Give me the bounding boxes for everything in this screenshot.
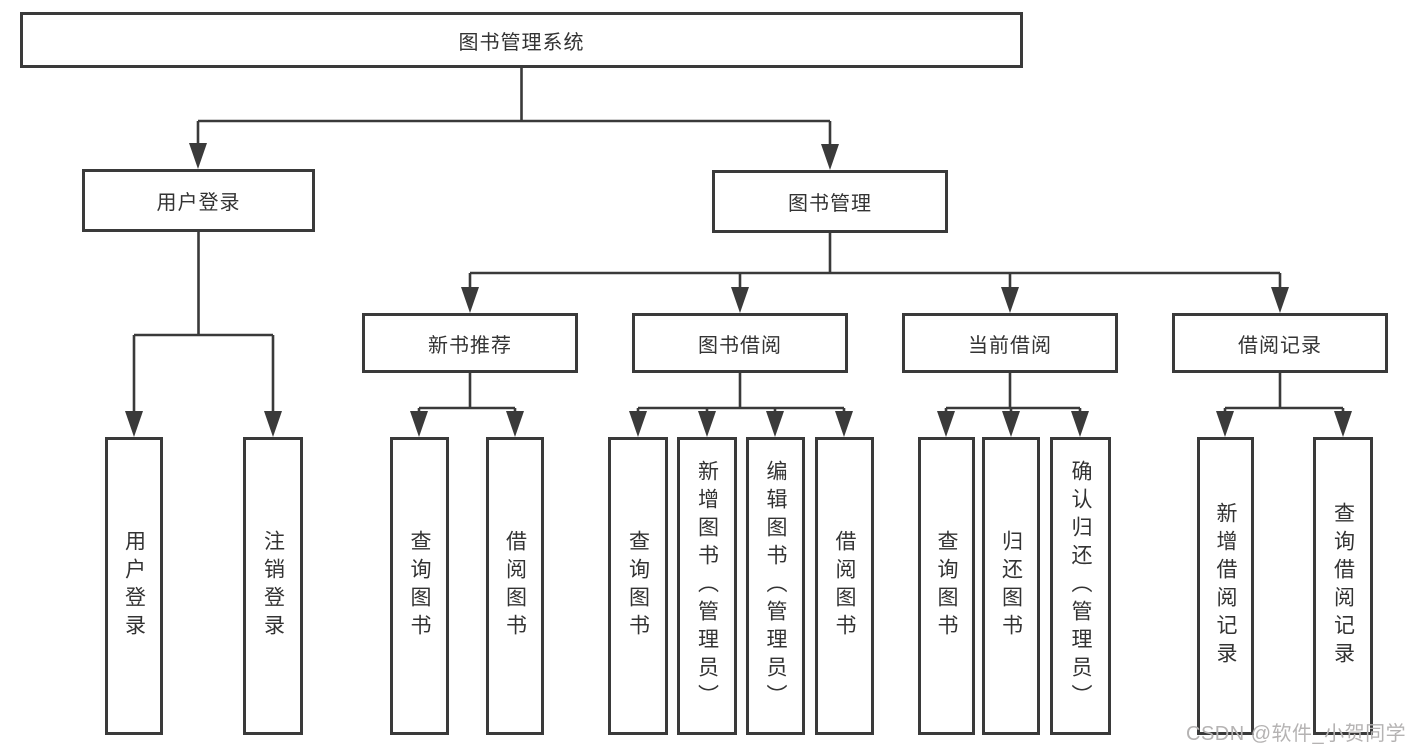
arrowhead [698, 411, 716, 437]
leaf-user-login: 用户登录 [105, 437, 163, 735]
leaf-cb-confirm-return-admin: 确认归还（管理员） [1050, 437, 1111, 735]
leaf-bb-add-books-admin: 新增图书（管理员） [677, 437, 737, 735]
leaf-br-query-record: 查询借阅记录 [1313, 437, 1373, 735]
node-label: 查询借阅记录 [1331, 502, 1355, 670]
node-label: 图书管理系统 [458, 31, 585, 54]
arrowhead [1216, 411, 1234, 437]
node-label: 新增图书（管理员） [695, 460, 719, 712]
connector-current-borrow-to-leaves [937, 373, 1089, 437]
node-label: 图书借阅 [698, 334, 782, 357]
leaf-bb-borrow-books: 借阅图书 [815, 437, 874, 735]
node-label: 当前借阅 [968, 334, 1052, 357]
arrowhead [189, 143, 207, 169]
arrowhead [506, 411, 524, 437]
node-current-borrowing: 当前借阅 [902, 313, 1118, 373]
leaf-logout-login: 注销登录 [243, 437, 303, 735]
node-label: 借阅记录 [1238, 334, 1322, 357]
leaf-bb-query-books: 查询图书 [608, 437, 668, 735]
connector-book-mgmt-to-level3 [461, 233, 1289, 313]
node-borrowing-records: 借阅记录 [1172, 313, 1388, 373]
node-label: 查询图书 [626, 530, 650, 642]
leaf-cb-return-books: 归还图书 [982, 437, 1040, 735]
connector-root-to-level2 [189, 68, 839, 170]
arrowhead [821, 144, 839, 170]
csdn-watermark: CSDN @软件_小贺同学 [1186, 723, 1405, 745]
arrowhead [937, 411, 955, 437]
arrowhead [835, 411, 853, 437]
node-book-borrowing: 图书借阅 [632, 313, 848, 373]
node-label: 查询图书 [408, 530, 431, 642]
arrowhead [731, 287, 749, 313]
arrowhead [1001, 287, 1019, 313]
node-label: 归还图书 [999, 530, 1023, 642]
node-label: 编辑图书（管理员） [764, 460, 787, 712]
arrowhead [125, 411, 143, 437]
arrowhead [1071, 411, 1089, 437]
node-new-book-recommend: 新书推荐 [362, 313, 578, 373]
node-label: 注销登录 [261, 530, 285, 642]
node-book-management: 图书管理 [712, 170, 948, 233]
arrowhead [766, 411, 784, 437]
node-label: 查询图书 [935, 530, 958, 642]
node-label: 用户登录 [156, 192, 241, 214]
leaf-bb-edit-books-admin: 编辑图书（管理员） [746, 437, 805, 735]
arrowhead [264, 411, 282, 437]
node-label: 确认归还（管理员） [1069, 460, 1092, 712]
arrowhead [1002, 411, 1020, 437]
connector-new-book-rec-to-leaves [410, 373, 524, 437]
arrowhead [1271, 287, 1289, 313]
node-label: 新书推荐 [428, 334, 512, 357]
node-label: 图书管理 [788, 193, 872, 215]
leaf-cb-query-books: 查询图书 [918, 437, 975, 735]
leaf-nb-query-books: 查询图书 [390, 437, 449, 735]
connector-user-login-to-leaves [125, 232, 282, 437]
node-user-login: 用户登录 [82, 169, 315, 232]
connector-book-borrow-to-leaves [629, 373, 853, 437]
connector-borrow-records-to-leaves [1216, 373, 1352, 437]
node-label: 用户登录 [122, 530, 146, 642]
arrowhead [410, 411, 428, 437]
node-library-system: 图书管理系统 [20, 12, 1023, 68]
arrowhead [1334, 411, 1352, 437]
node-label: 借阅图书 [833, 530, 856, 642]
node-label: 新增借阅记录 [1214, 502, 1237, 670]
arrowhead [461, 287, 479, 313]
leaf-br-add-record: 新增借阅记录 [1197, 437, 1254, 735]
leaf-nb-borrow-books: 借阅图书 [486, 437, 544, 735]
node-label: 借阅图书 [503, 530, 527, 642]
arrowhead [629, 411, 647, 437]
